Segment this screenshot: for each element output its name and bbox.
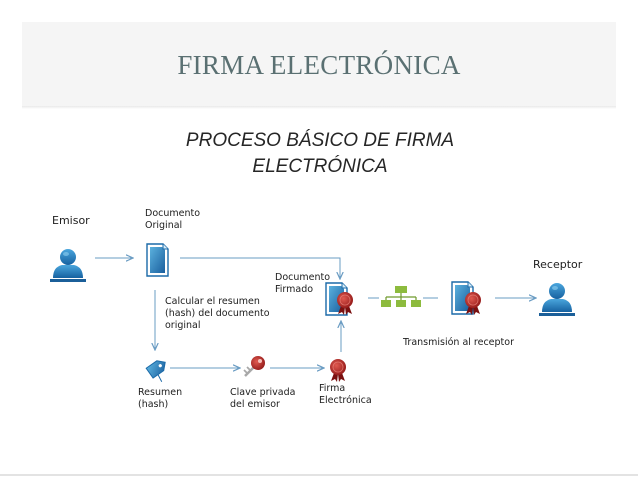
documento-original-label: Documento Original <box>145 208 200 232</box>
clave-privada-line-1: Clave privada <box>230 387 296 398</box>
emisor-label: Emisor <box>52 214 90 227</box>
documento-original-line-2: Original <box>145 220 183 231</box>
calcular-resumen-line-3: original <box>165 320 201 331</box>
calcular-resumen-line-1: Calcular el resumen <box>165 296 260 307</box>
subtitle-line-1: PROCESO BÁSICO DE FIRMA <box>185 130 455 151</box>
calcular-resumen-label: Calcular el resumen (hash) del documento… <box>165 296 270 332</box>
subtitle-line-2: ELECTRÓNICA <box>252 156 388 177</box>
resumen-label: Resumen (hash) <box>138 387 182 411</box>
resumen-line-2: (hash) <box>138 399 169 410</box>
firma-electronica-line-2: Electrónica <box>319 395 372 406</box>
key-icon <box>243 356 265 377</box>
network-icon <box>368 286 438 307</box>
documento-firmado-line-1: Documento <box>275 272 331 283</box>
tag-icon <box>145 360 166 382</box>
documento-firmado-icon <box>325 282 354 316</box>
documento-original-document-icon <box>146 243 169 277</box>
documento-firmado-line-2: Firmado <box>275 284 314 295</box>
transmitted-document-icon <box>451 281 482 316</box>
transmision-label: Transmisión al receptor <box>403 337 515 348</box>
emisor-person-icon <box>50 249 86 282</box>
clave-privada-line-2: del emisor <box>230 399 280 410</box>
title-band-shadow <box>22 106 616 109</box>
bottom-divider <box>0 474 638 476</box>
slide-title: FIRMA ELECTRÓNICA <box>177 50 461 80</box>
firma-electronica-line-1: Firma <box>319 383 346 394</box>
firma-seal-icon <box>329 358 347 383</box>
calcular-resumen-line-2: (hash) del documento <box>165 308 270 319</box>
resumen-line-1: Resumen <box>138 387 183 398</box>
receptor-label: Receptor <box>533 258 583 271</box>
arrow-original-to-firmado <box>180 257 340 279</box>
clave-privada-label: Clave privada del emisor <box>230 387 295 411</box>
documento-firmado-label: Documento Firmado <box>275 272 330 296</box>
firma-electronica-label: Firma Electrónica <box>319 383 372 407</box>
title-band <box>22 22 616 108</box>
documento-original-line-1: Documento <box>145 208 201 219</box>
receptor-person-icon <box>539 283 575 316</box>
slide-subtitle: PROCESO BÁSICO DE FIRMA ELECTRÓNICA <box>140 128 500 180</box>
